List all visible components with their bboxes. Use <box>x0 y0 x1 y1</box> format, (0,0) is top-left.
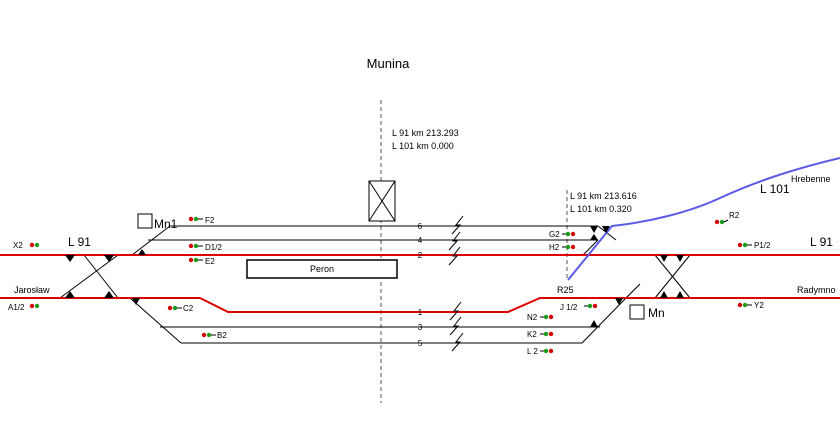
signal-e2-label: E2 <box>205 257 215 266</box>
signal-d12-lamps <box>188 243 203 249</box>
signal-x2-label: X2 <box>13 241 23 250</box>
track-number-3: 3 <box>418 323 423 332</box>
km-station-l101: L 101 km 0.000 <box>392 141 454 151</box>
signal-c2-lamps <box>167 305 182 311</box>
station-building <box>368 180 396 222</box>
signal-j12-lamps <box>584 303 598 309</box>
signal-f2-label: F2 <box>205 216 215 225</box>
direction-east: Radymno <box>797 285 836 295</box>
crossovers <box>59 254 691 299</box>
signal-c2-label: C2 <box>183 304 194 313</box>
track-1 <box>199 297 840 313</box>
station-title: Munina <box>367 56 410 71</box>
platform <box>246 259 398 279</box>
line-branch-label: L 101 <box>760 182 790 196</box>
platform-label: Peron <box>310 264 334 274</box>
catenary-symbols <box>448 215 464 352</box>
direction-branch-end: Hrebenne <box>791 174 831 184</box>
signal-g2-lamps <box>562 231 576 237</box>
post-mn-label: Mn <box>648 306 665 320</box>
track-number-6: 6 <box>418 222 423 231</box>
post-mn-box <box>629 304 645 320</box>
post-mn1-label: Mn1 <box>154 217 178 231</box>
signal-r2-lamps <box>714 219 729 225</box>
track-number-4: 4 <box>418 236 423 245</box>
signal-a12-lamps <box>29 303 40 309</box>
signal-lamps <box>29 216 752 354</box>
main-tracks <box>0 254 840 313</box>
line-right-label: L 91 <box>810 235 833 249</box>
km-junction-l101: L 101 km 0.320 <box>570 204 632 214</box>
signal-labels: X2 A1/2 F2 E2 D1/2 C2 B2 G2 H2 J 1/2 N2 … <box>8 211 771 356</box>
signal-n2-lamps <box>540 314 554 320</box>
signal-b2-label: B2 <box>217 331 227 340</box>
signal-l2-label: L 2 <box>527 347 538 356</box>
signal-y2-lamps <box>737 302 752 308</box>
signal-p12-lamps <box>737 242 752 248</box>
lower-tracks <box>129 283 641 344</box>
line-left-label: L 91 <box>68 235 91 249</box>
track-number-2: 2 <box>418 251 423 260</box>
signal-b2-lamps <box>201 332 216 338</box>
track-number-5: 5 <box>418 339 423 348</box>
direction-west: Jarosław <box>14 285 50 295</box>
post-mn1-box <box>137 213 153 229</box>
signal-h2-lamps <box>562 244 576 250</box>
signal-x2-lamps <box>29 242 40 248</box>
signal-h2-label: H2 <box>549 243 560 252</box>
branch-line-l101 <box>567 157 840 281</box>
junction-label: R25 <box>557 285 574 295</box>
signal-y2-label: Y2 <box>754 301 764 310</box>
signal-e2-lamps <box>188 257 203 263</box>
signal-d12-label: D1/2 <box>205 243 222 252</box>
switch-markers <box>65 226 684 327</box>
track-numbers: 6 4 2 1 3 5 <box>418 222 423 348</box>
signal-k2-lamps <box>540 331 554 337</box>
signal-r2-label: R2 <box>729 211 740 220</box>
signal-f2-lamps <box>188 216 203 222</box>
km-station-l91: L 91 km 213.293 <box>392 128 459 138</box>
track-number-1: 1 <box>418 308 423 317</box>
signal-p12-label: P1/2 <box>754 241 771 250</box>
km-junction-l91: L 91 km 213.616 <box>570 191 637 201</box>
signal-l2-lamps <box>540 348 554 354</box>
signal-k2-label: K2 <box>527 330 537 339</box>
signal-j12-label: J 1/2 <box>560 303 578 312</box>
signal-n2-label: N2 <box>527 313 538 322</box>
signal-g2-label: G2 <box>549 230 560 239</box>
signal-a12-label: A1/2 <box>8 303 25 312</box>
